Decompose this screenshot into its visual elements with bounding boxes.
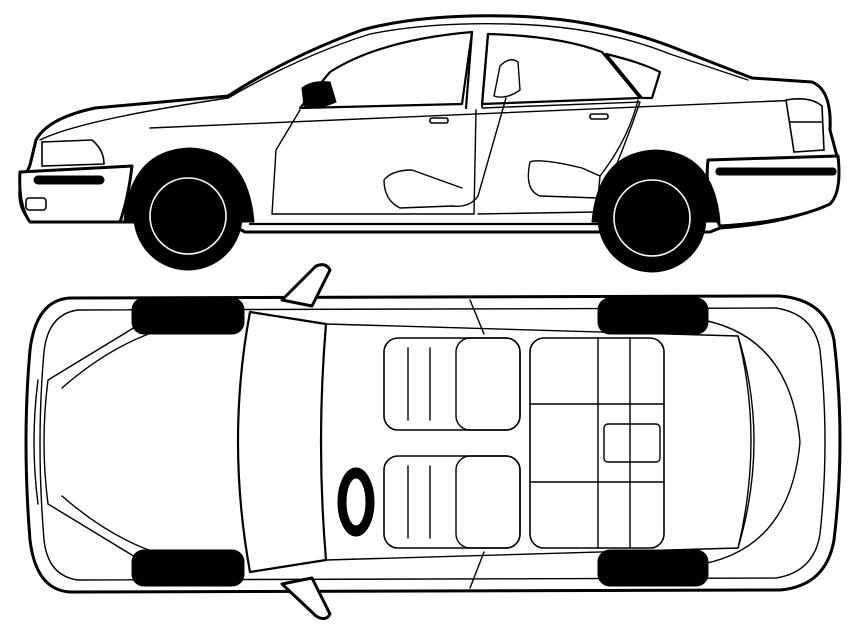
side-headlight <box>41 139 105 167</box>
side-rear-door-handle <box>589 113 609 120</box>
side-front-door <box>271 109 477 215</box>
side-roof-line <box>227 23 749 99</box>
top-rear-bench <box>529 337 665 549</box>
side-rear-seat <box>527 160 601 199</box>
side-front-bumper <box>18 164 134 224</box>
top-door-line-left <box>469 299 485 335</box>
top-trunk <box>689 317 801 567</box>
top-front-grille <box>33 379 39 505</box>
top-windshield <box>236 310 328 574</box>
side-hood-line <box>39 97 229 141</box>
top-rear-window <box>737 335 755 549</box>
top-steering-wheel <box>337 467 375 537</box>
top-roof <box>325 323 752 561</box>
side-quarter-window <box>604 52 662 100</box>
side-front-door-handle <box>429 117 449 124</box>
side-rear-wheel <box>597 163 707 273</box>
side-fog-light <box>25 197 47 211</box>
side-b-pillar <box>464 30 474 110</box>
top-inner-contour <box>39 307 826 581</box>
top-wheel-front-right <box>131 549 245 587</box>
top-front-seat-left <box>383 337 521 431</box>
side-b-pillar-rear <box>480 32 490 108</box>
top-hood <box>43 317 151 567</box>
side-rear-seat-back <box>599 99 639 177</box>
side-view <box>18 14 841 273</box>
side-rear-bumper <box>705 154 841 228</box>
side-front-wheel <box>133 161 243 271</box>
side-belt-line <box>149 99 801 129</box>
top-body-outline <box>24 294 842 594</box>
top-hood-crease <box>61 329 161 555</box>
side-rear-window <box>480 32 642 106</box>
side-rear-marker <box>715 167 837 176</box>
side-front-marker <box>33 175 105 185</box>
side-front-seat <box>493 59 521 98</box>
top-front-seat-right <box>383 455 521 549</box>
top-door-line-right <box>469 551 485 589</box>
top-mirror-right <box>280 576 332 621</box>
side-mirror <box>301 81 337 108</box>
side-taillight <box>785 98 825 153</box>
top-view <box>24 263 842 621</box>
top-mirror-left <box>280 263 332 308</box>
side-front-seat-back <box>383 97 507 209</box>
